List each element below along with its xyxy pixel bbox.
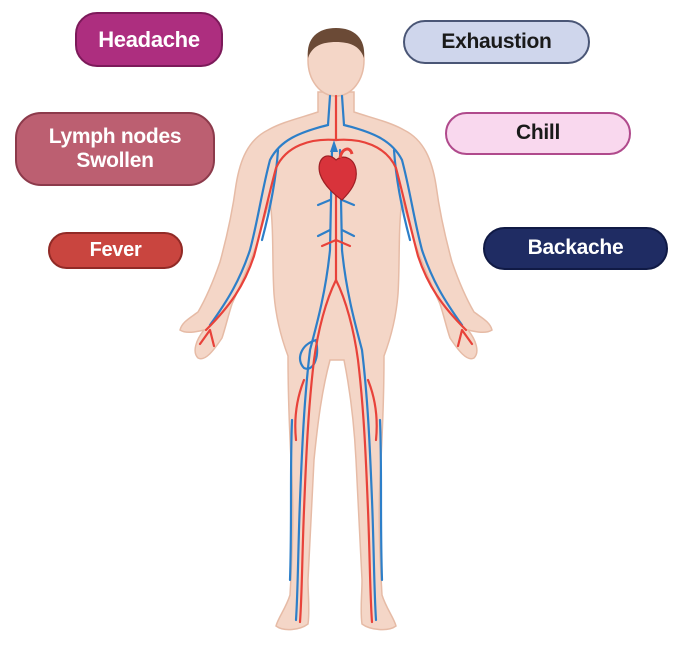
symptom-headache-text: Headache — [98, 27, 200, 52]
symptom-lymph-nodes-text: Lymph nodes Swollen — [49, 125, 181, 173]
symptom-chill-text: Chill — [516, 121, 560, 145]
symptom-exhaustion-text: Exhaustion — [441, 30, 551, 54]
symptom-backache-text: Backache — [528, 236, 624, 260]
symptom-lymph-nodes-line1: Lymph nodes — [49, 125, 181, 148]
symptom-chill-label: Chill — [445, 112, 631, 155]
symptom-lymph-nodes-line2: Swollen — [76, 149, 153, 172]
symptom-lymph-nodes-label: Lymph nodes Swollen — [15, 112, 215, 186]
symptom-exhaustion-label: Exhaustion — [403, 20, 590, 64]
symptom-fever-text: Fever — [90, 239, 142, 262]
symptom-backache-label: Backache — [483, 227, 668, 270]
symptom-headache-label: Headache — [75, 12, 223, 67]
symptom-fever-label: Fever — [48, 232, 183, 269]
